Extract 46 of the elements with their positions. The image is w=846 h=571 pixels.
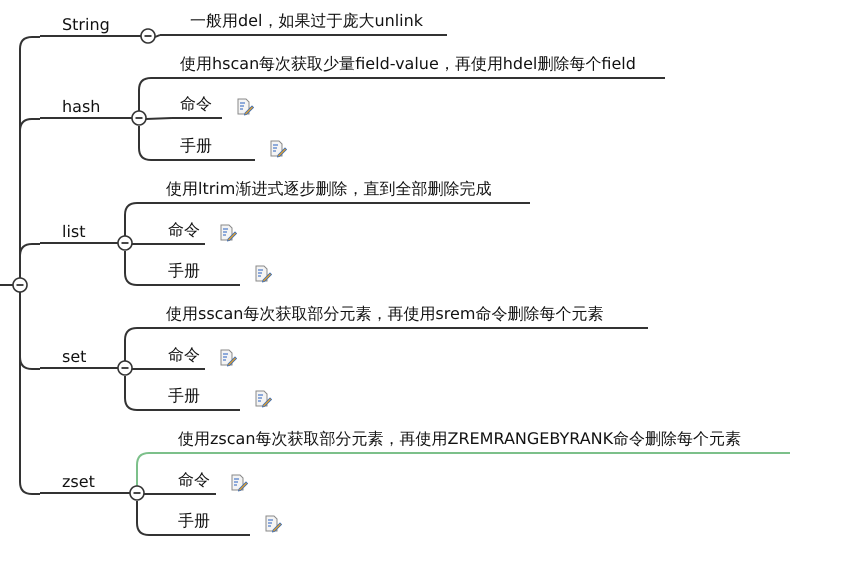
topic	[160, 219, 205, 245]
topic	[160, 178, 530, 204]
topic	[160, 303, 648, 329]
branch-line	[136, 501, 170, 536]
branch-line	[124, 376, 160, 411]
branch-line	[138, 126, 172, 161]
topic-text: 使用sscan每次获取部分元素，再使用srem命令删除每个元素	[166, 304, 604, 324]
topic-text: list	[62, 222, 86, 242]
branch-line	[19, 243, 40, 278]
topic	[160, 344, 205, 370]
topic	[172, 135, 255, 161]
topic-text: 使用ltrim渐进式逐步删除，直到全部删除完成	[166, 179, 492, 199]
topic-text: 使用zscan每次获取部分元素，再使用ZREMRANGEBYRANK命令删除每个元素	[178, 429, 742, 449]
topic-text: 一般用del，如果过于庞大unlink	[190, 11, 424, 31]
topic	[170, 469, 216, 495]
branch-line	[132, 243, 160, 245]
topic	[170, 510, 250, 536]
topic	[172, 53, 665, 79]
branch-line	[124, 251, 160, 286]
topic-text: 命令	[168, 345, 200, 365]
topic-text: 手册	[178, 511, 210, 531]
topic	[160, 10, 447, 36]
topic	[160, 385, 240, 411]
topic-text: zset	[62, 472, 95, 492]
branch-line	[19, 292, 40, 495]
branch-line	[138, 77, 172, 112]
branch-line	[124, 327, 160, 362]
branch-line	[144, 493, 170, 495]
topic-text: hash	[62, 97, 100, 117]
topic	[172, 93, 222, 119]
branch-line	[146, 117, 172, 120]
topic-text: 手册	[180, 136, 212, 156]
branch-line	[124, 202, 160, 237]
topic-text: 手册	[168, 386, 200, 406]
topic-text: 手册	[168, 261, 200, 281]
collapse-icon	[12, 277, 28, 293]
topic-text: 命令	[180, 94, 212, 114]
topic-text: 命令	[168, 220, 200, 240]
topic	[160, 260, 240, 286]
branch-line	[136, 452, 170, 487]
topic-text: 命令	[178, 470, 210, 490]
topic-text: 使用hscan每次获取少量field-value，再使用hdel删除每个field	[180, 54, 636, 74]
branch-line	[132, 368, 160, 370]
topic-text: String	[62, 15, 110, 35]
topic-text: set	[62, 347, 86, 367]
topic	[170, 428, 790, 454]
